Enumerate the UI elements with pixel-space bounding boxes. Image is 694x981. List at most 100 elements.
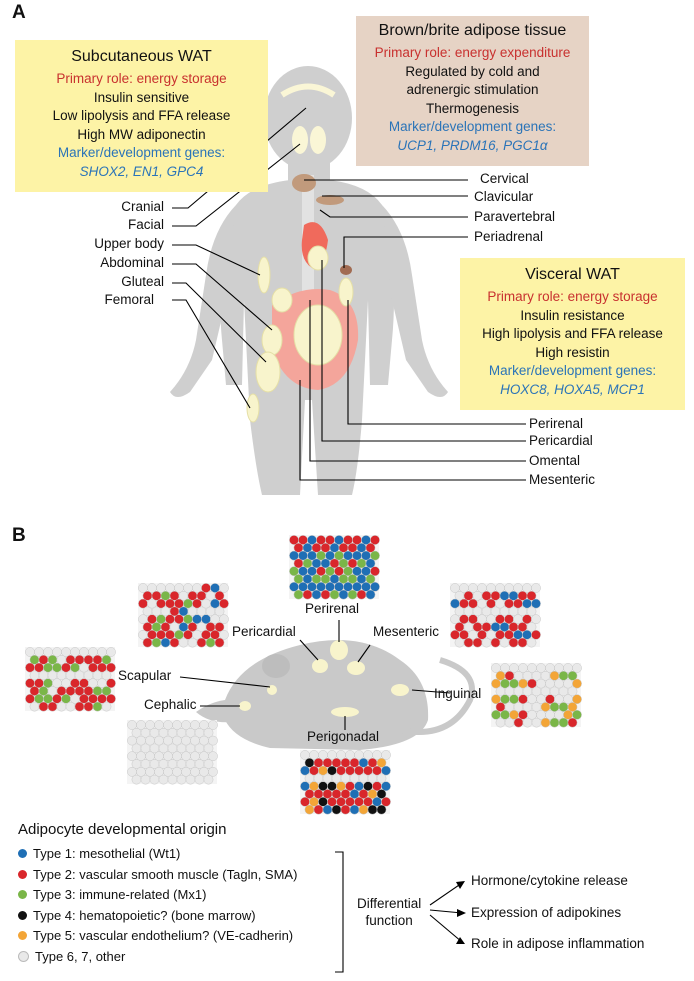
adipocyte-cell — [370, 535, 380, 545]
label-cervical: Cervical — [480, 171, 529, 186]
adipocyte-cell — [101, 701, 112, 712]
adipocyte-cell — [329, 589, 340, 600]
adipocyte-cell — [338, 589, 349, 600]
adipocyte-cell — [65, 701, 76, 712]
label-facial: Facial — [127, 217, 164, 232]
adipocyte-cell — [304, 804, 315, 815]
visceral-line: High resistin — [535, 344, 610, 360]
adipocyte-cell — [499, 637, 510, 648]
adipocyte-cell — [381, 781, 391, 792]
adipocyte-cell — [490, 637, 501, 648]
patch-mesenteric — [450, 583, 541, 648]
adipocyte-cell — [572, 709, 582, 720]
adipocyte-cell — [567, 686, 578, 697]
patch-scapular — [25, 647, 116, 712]
adipocyte-cell — [347, 589, 358, 600]
adipocyte-cell — [106, 678, 116, 689]
adipocyte-cell — [208, 720, 218, 730]
adipocyte-cell — [365, 558, 376, 569]
legend-label: Type 5: vascular endothelium? (VE-cadher… — [33, 928, 294, 943]
label-femoral: Femoral — [104, 292, 154, 307]
patch-perirenal — [289, 535, 380, 600]
visceral-genes: HOXC8, HOXA5, MCP1 — [500, 381, 645, 397]
adipocyte-cell — [526, 590, 537, 601]
brown-role: Primary role: energy expenditure — [374, 45, 571, 60]
adipocyte-cell — [313, 804, 324, 815]
subcutaneous-marker-label: Marker/development genes: — [57, 145, 226, 160]
subcutaneous-wat-box: Subcutaneous WAT Primary role: energy st… — [15, 40, 268, 192]
adipocyte-cell — [320, 589, 331, 600]
adipocyte-cell — [56, 701, 67, 712]
subcutaneous-line: Insulin sensitive — [93, 89, 190, 105]
adipocyte-cell — [531, 614, 541, 625]
depot-perigonadal: Perigonadal — [307, 729, 380, 744]
adipocyte-cell — [376, 757, 387, 768]
legend-label: Type 6, 7, other — [35, 948, 126, 964]
adipocyte-cell — [381, 750, 391, 760]
adipocyte-cell — [208, 751, 218, 762]
label-clavicular: Clavicular — [474, 189, 534, 204]
label-abdominal: Abdominal — [100, 255, 164, 270]
adipocyte-cell — [540, 717, 551, 728]
adipocyte-cell — [140, 774, 151, 785]
adipocyte-cell — [203, 727, 214, 738]
adipocyte-cell — [495, 717, 506, 728]
brown-genes: UCP1, PRDM16, PGC1α — [397, 137, 548, 153]
adipocyte-cell — [169, 637, 180, 648]
legend-dot — [18, 849, 27, 858]
adipocyte-cell — [370, 566, 380, 577]
adipocyte-cell — [365, 574, 376, 584]
adipocyte-cell — [196, 637, 207, 648]
legend-dot — [18, 950, 29, 962]
visceral-line: Insulin resistance — [520, 307, 625, 323]
adipocyte-cell — [365, 542, 376, 553]
adipocyte-cell — [194, 774, 205, 785]
adipocyte-cell — [558, 717, 569, 728]
brown-line: adrenergic stimulation — [406, 82, 539, 97]
adipocyte-cell — [101, 654, 112, 665]
subcutaneous-line: High MW adiponectin — [77, 126, 206, 142]
adipocyte-cell — [358, 804, 369, 815]
brown-line: Thermogenesis — [425, 100, 520, 116]
adipocyte-cell — [513, 717, 524, 728]
adipocyte-cell — [376, 789, 387, 799]
adipocyte-cell — [454, 637, 465, 648]
adipocyte-cell — [101, 686, 112, 696]
adipocyte-cell — [160, 637, 171, 648]
adipocyte-cell — [106, 662, 116, 673]
adipocyte-cell — [214, 606, 225, 617]
visceral-marker-label: Marker/development genes: — [488, 363, 657, 378]
depot-perirenal: Perirenal — [305, 601, 360, 616]
subcutaneous-title: Subcutaneous WAT — [71, 48, 212, 65]
visceral-line: High lipolysis and FFA release — [482, 326, 663, 341]
adipocyte-cell — [376, 773, 387, 784]
adipocyte-cell — [572, 694, 582, 705]
adipocyte-cell — [356, 589, 367, 600]
adipocyte-cell — [365, 589, 376, 600]
adipocyte-cell — [167, 774, 178, 785]
brown-title: Brown/brite adipose tissue — [378, 22, 567, 39]
adipocyte-cell — [38, 701, 49, 712]
adipocyte-cell — [367, 804, 378, 815]
adipocyte-cell — [149, 774, 160, 785]
adipocyte-cell — [92, 701, 103, 712]
label-paravertebral: Paravertebral — [474, 209, 556, 224]
adipocyte-cell — [203, 774, 214, 785]
adipocyte-cell — [47, 701, 58, 712]
label-pericardial: Pericardial — [529, 433, 593, 448]
legend-item: Type 6, 7, other — [18, 949, 125, 964]
adipocyte-cell — [376, 804, 387, 815]
function-adipokines: Expression of adipokines — [471, 905, 622, 920]
adipocyte-cell — [349, 804, 360, 815]
legend-title: Adipocyte developmental origin — [18, 821, 227, 838]
adipocyte-cell — [214, 637, 225, 648]
adipocyte-cell — [176, 774, 187, 785]
subcutaneous-line: Low lipolysis and FFA release — [52, 108, 231, 123]
adipocyte-cell — [101, 670, 112, 681]
legend-dot — [18, 869, 27, 879]
adipocyte-cell — [311, 589, 322, 600]
brown-marker-label: Marker/development genes: — [388, 119, 557, 134]
adipocyte-cell — [205, 637, 216, 648]
adipocyte-cell — [572, 663, 582, 673]
adipocyte-cell — [203, 759, 214, 769]
